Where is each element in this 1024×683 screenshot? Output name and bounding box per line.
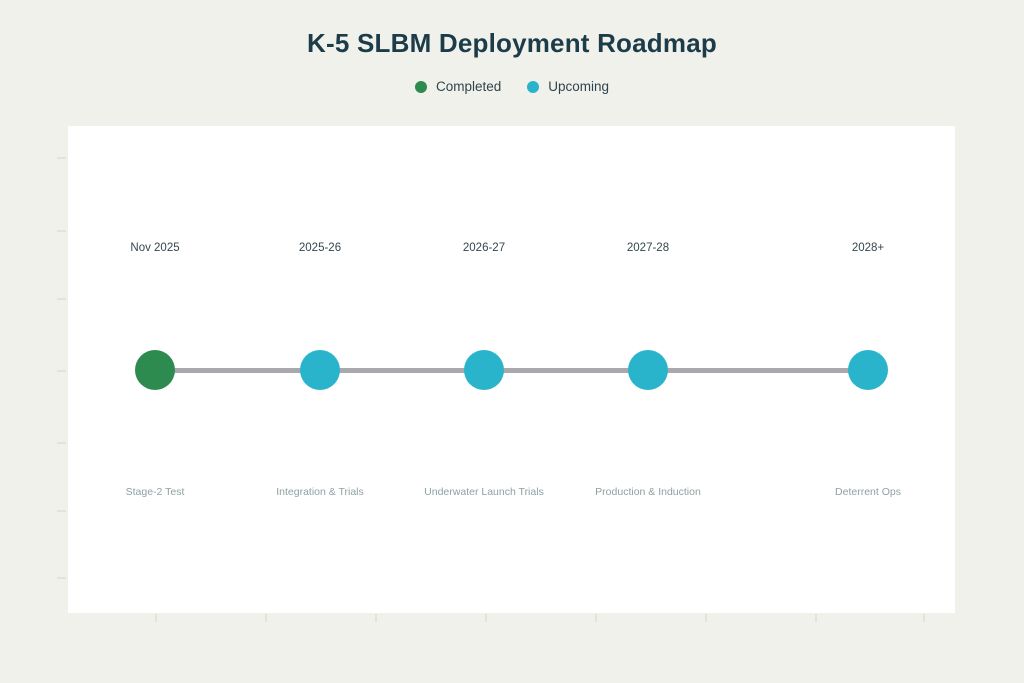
milestone-dot-completed-icon — [135, 350, 175, 390]
milestone-dot-upcoming-icon — [464, 350, 504, 390]
axis-tick — [57, 298, 66, 300]
completed-dot-icon — [414, 80, 427, 93]
axis-tick — [155, 614, 157, 622]
milestone-date: 2028+ — [851, 242, 885, 254]
axis-tick — [815, 614, 817, 622]
legend-item-completed: Completed — [414, 79, 502, 94]
milestone-dot-upcoming-icon — [300, 350, 340, 390]
axis-tick — [57, 577, 66, 579]
milestone-date: Nov 2025 — [130, 242, 180, 254]
milestone-label: Stage-2 Test — [125, 486, 185, 498]
page-title: K-5 SLBM Deployment Roadmap — [307, 28, 717, 58]
milestone-label: Integration & Trials — [276, 486, 364, 498]
milestone-date: 2027-28 — [626, 242, 670, 254]
milestone-label: Underwater Launch Trials — [424, 486, 544, 498]
legend-item-upcoming: Upcoming — [527, 79, 609, 94]
axis-tick — [705, 614, 707, 622]
milestone-label: Production & Induction — [595, 486, 701, 498]
legend-label: Completed — [435, 79, 502, 94]
axis-tick — [595, 614, 597, 622]
milestone-dot-upcoming-icon — [628, 350, 668, 390]
milestone-dot-upcoming-icon — [848, 350, 888, 390]
axis-tick — [57, 230, 66, 232]
milestone-date: 2025-26 — [298, 242, 342, 254]
legend: Completed Upcoming — [0, 79, 1024, 94]
chart-panel: Nov 2025 Stage-2 Test 2025-26 Integratio… — [68, 126, 955, 613]
axis-tick — [265, 614, 267, 622]
axis-tick — [57, 510, 66, 512]
axis-tick — [923, 614, 925, 622]
axis-tick — [485, 614, 487, 622]
milestone-label: Deterrent Ops — [835, 486, 901, 498]
upcoming-dot-icon — [527, 80, 540, 93]
axis-tick — [57, 157, 66, 159]
axis-tick — [57, 370, 66, 372]
milestone-date: 2026-27 — [462, 242, 506, 254]
timeline-line — [155, 368, 868, 373]
axis-tick — [57, 442, 66, 444]
legend-label: Upcoming — [548, 79, 610, 94]
axis-tick — [375, 614, 377, 622]
